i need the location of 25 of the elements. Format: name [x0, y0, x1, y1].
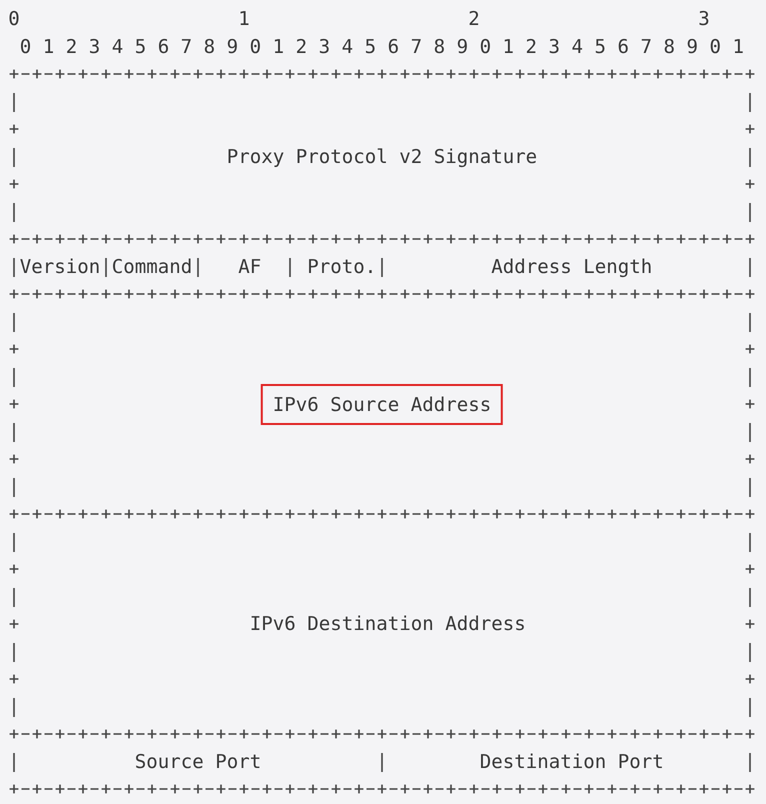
header-field [284, 233, 376, 278]
header-field [8, 728, 376, 795]
header-field [8, 508, 756, 718]
header-field [376, 233, 756, 278]
header-field [100, 233, 192, 278]
field-name: Proto. [307, 256, 376, 278]
highlighted-field-name: IPv6 Source Address [260, 384, 504, 424]
header-field [376, 728, 756, 795]
field-name: Version [20, 256, 100, 278]
bit-number: 3 [698, 8, 710, 30]
field-name: IPv6 Destination Address [250, 613, 526, 635]
header-field [8, 68, 756, 223]
field-name: Destination Port [480, 750, 664, 772]
bit-number-row: 0 1 2 3 4 5 6 7 8 9 0 1 2 3 4 5 6 7 8 9 0 1 2 3 4 5 6 7 8 9 0 1 [20, 36, 744, 58]
header-field [8, 233, 100, 278]
bit-number: 0 [8, 8, 20, 30]
field-name: Address Length [491, 256, 652, 278]
field-name: AF [238, 256, 262, 278]
field-name: Command [112, 256, 192, 278]
header-field [8, 288, 756, 498]
bit-number: 1 [238, 8, 250, 30]
header-field [192, 233, 284, 278]
field-name: Proxy Protocol v2 Signature [226, 146, 538, 168]
field-name: Source Port [134, 750, 262, 772]
bit-number: 2 [468, 8, 480, 30]
